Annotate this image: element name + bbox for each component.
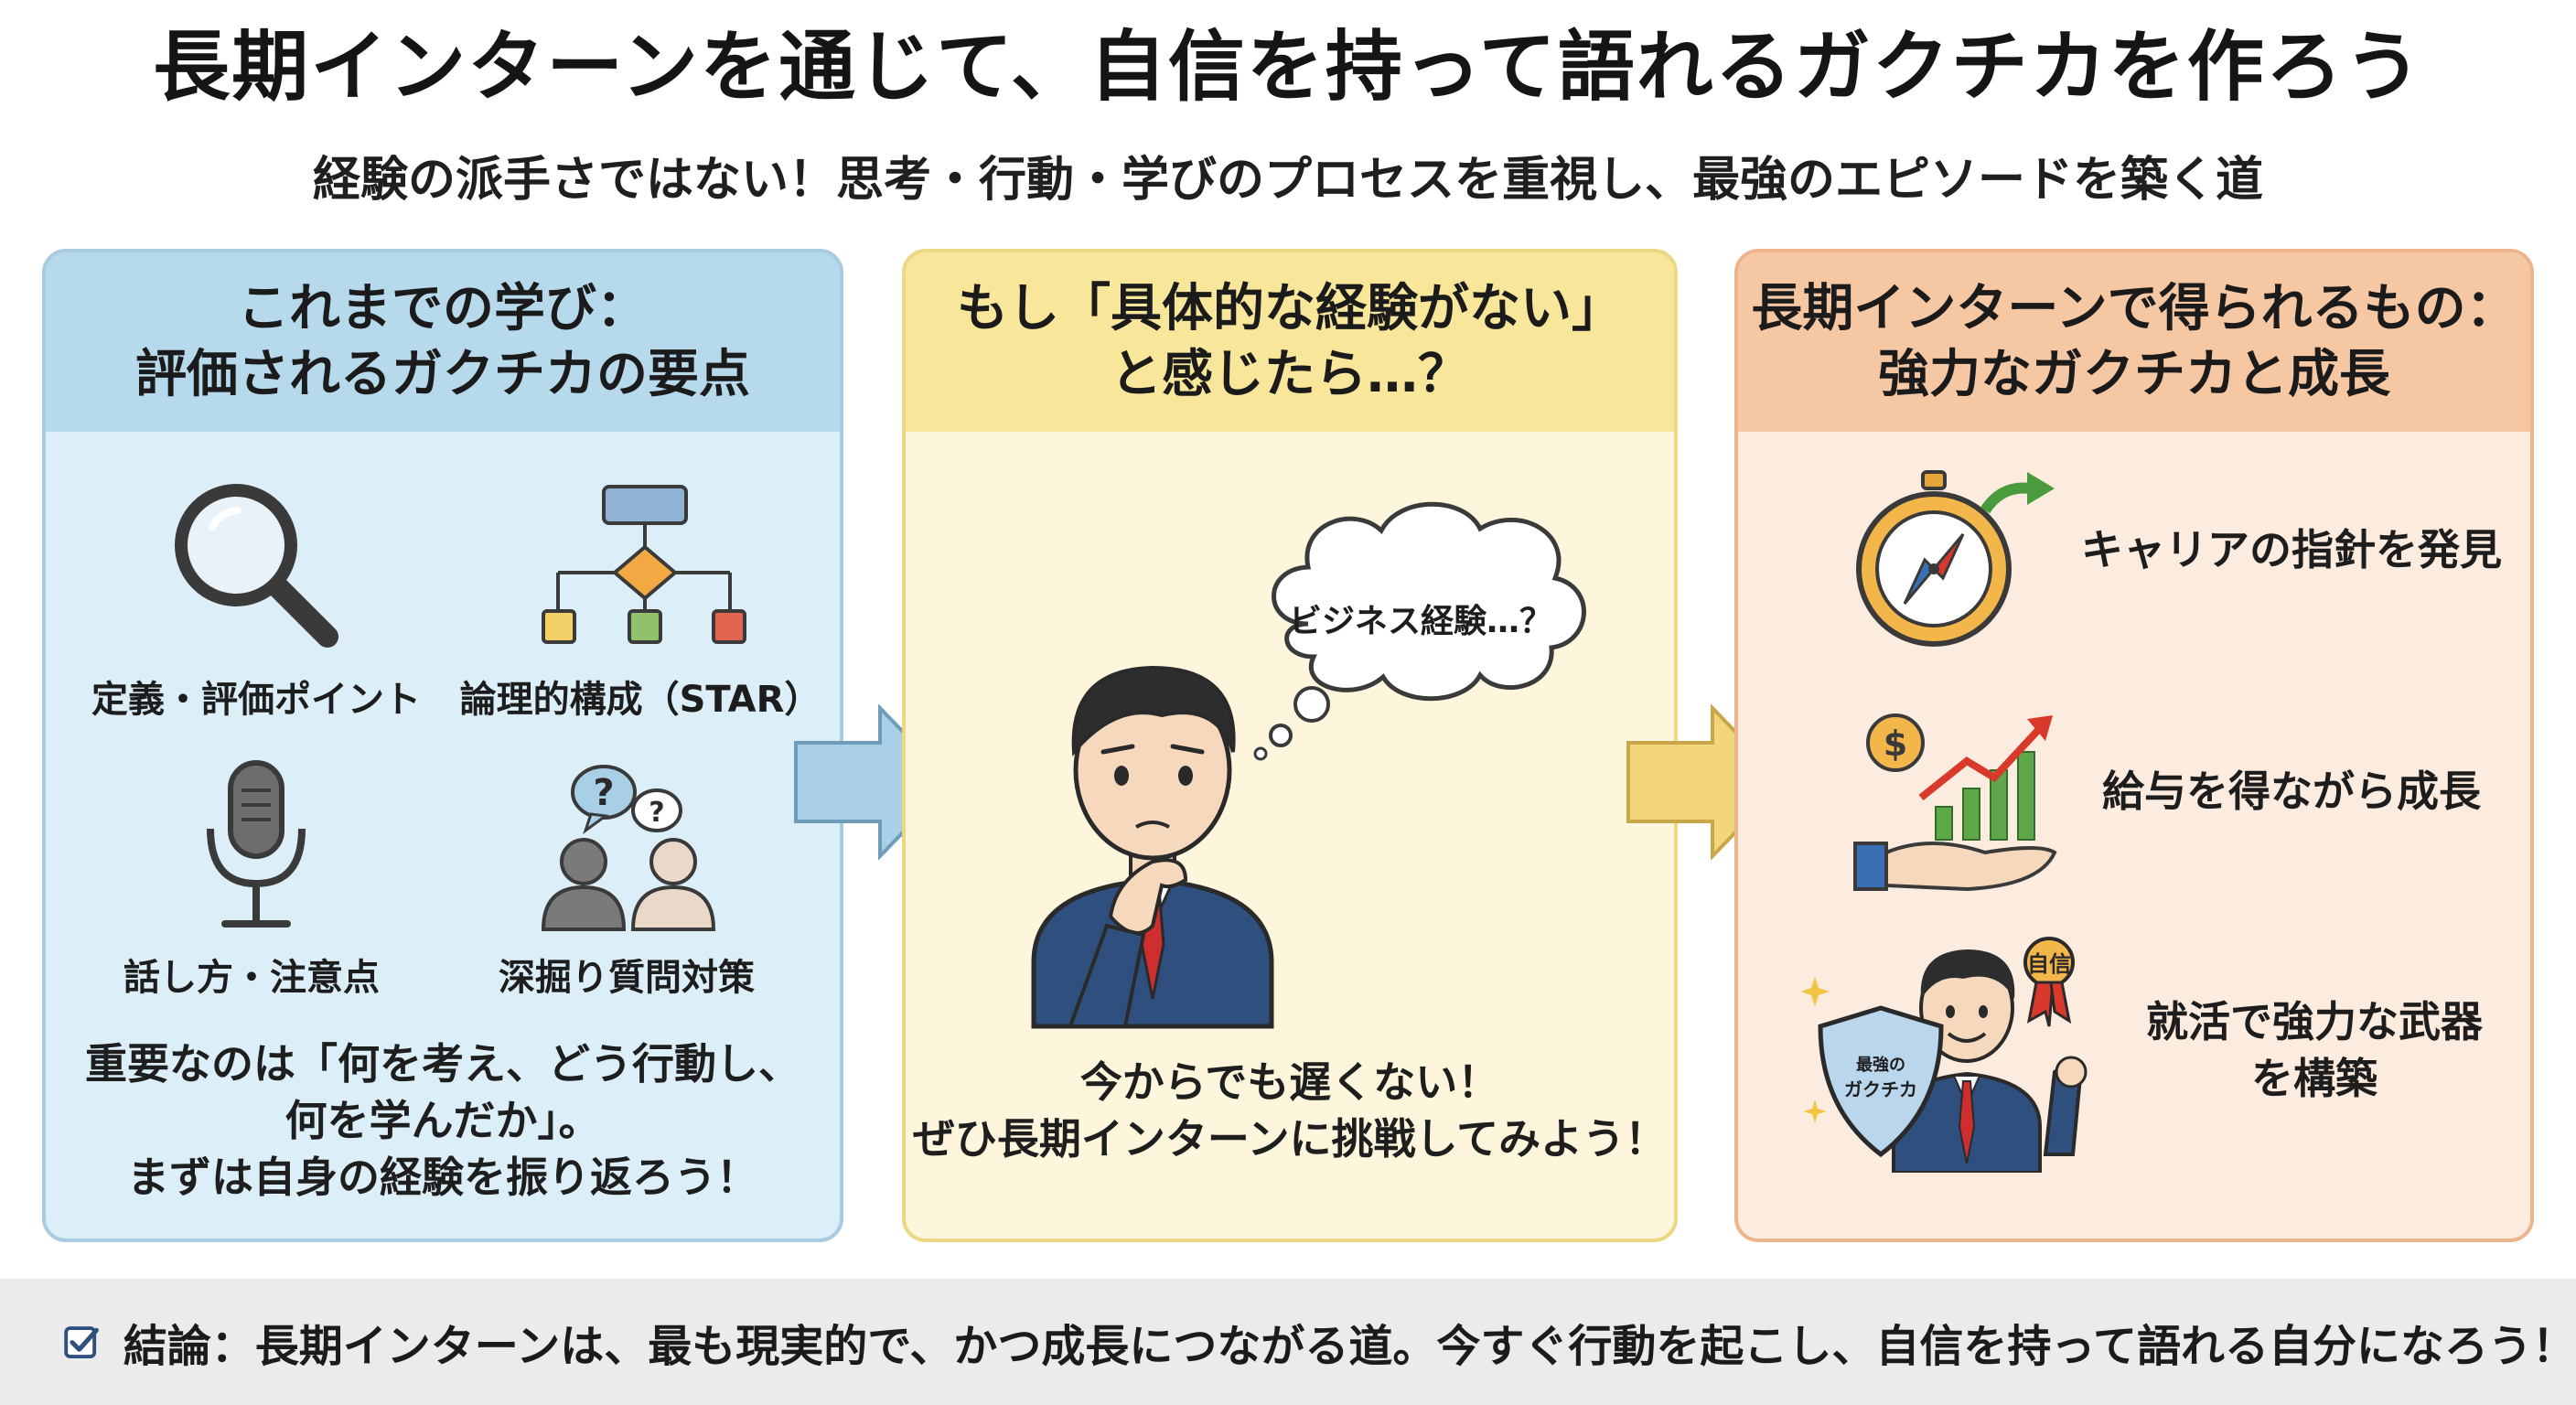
shield-text-line2: ガクチカ xyxy=(1844,1078,1917,1100)
item-definition-label: 定義・評価ポイント xyxy=(91,679,421,721)
item-deepdive-label: 深掘り質問対策 xyxy=(499,957,755,999)
benefit-career-line1: キャリアの指針を発見 xyxy=(2081,525,2502,574)
benefit-salary-line1: 給与を得ながら成長 xyxy=(2102,767,2481,816)
benefit-weapon-line1: 就活で強力な武器 xyxy=(2146,997,2483,1046)
learning-note: 重要なのは「何を考え、どう行動し、 何を学んだか」。 まずは自身の経験を振り返ろ… xyxy=(46,1035,840,1206)
no-experience-panel-header: もし「具体的な経験がない」 と感じたら…？ xyxy=(906,252,1674,432)
learning-panel: これまでの学び： 評価されるガクチカの要点 定義・評価ポイント 論理的構成（ST… xyxy=(42,249,843,1242)
benefits-panel-header: 長期インターンで得られるもの： 強力なガクチカと成長 xyxy=(1738,252,2530,432)
conclusion-bar: 結論：長期インターンは、最も現実的で、かつ成長につながる道。今すぐ行動を起こし、… xyxy=(0,1279,2576,1405)
encouragement-line1: 今からでも遅くない！ xyxy=(1079,1057,1500,1107)
magnifier-icon xyxy=(175,484,338,648)
thinking-person-icon xyxy=(1031,665,1274,1029)
thought-bubble-text: ビジネス経験…？ xyxy=(1288,603,1552,640)
no-experience-panel-body: ビジネス経験…？ 今からでも遅くない！ ぜひ長期インターンに挑戦してみよう！ xyxy=(906,432,1674,1239)
microphone-icon xyxy=(207,760,306,928)
encouragement-line2: ぜひ長期インターンに挑戦してみよう！ xyxy=(912,1114,1668,1164)
benefit-career-label: キャリアの指針を発見 xyxy=(2077,521,2506,578)
confident-person-icon: 自信 最強の ガクチカ xyxy=(1802,937,2088,1173)
benefits-heading-line2: 強力なガクチカと成長 xyxy=(1878,345,2390,404)
learning-heading-line2: 評価されるガクチカの要点 xyxy=(135,345,750,404)
svg-text:?: ? xyxy=(649,797,664,829)
svg-text:$: $ xyxy=(1884,724,1907,764)
encouragement-note: 今からでも遅くない！ ぜひ長期インターンに挑戦してみよう！ xyxy=(906,1054,1674,1167)
question-people-icon: ? ? xyxy=(541,765,716,931)
learning-note-line1: 重要なのは「何を考え、どう行動し、 xyxy=(85,1039,800,1089)
benefits-panel: 長期インターンで得られるもの： 強力なガクチカと成長 キャリアの指針を発見 $ xyxy=(1734,249,2534,1242)
item-logic-label: 論理的構成（STAR） xyxy=(459,679,821,721)
no-experience-heading-line2: と感じたら…？ xyxy=(1111,345,1469,404)
shield-text-line1: 最強の xyxy=(1856,1055,1905,1075)
benefit-salary-label: 給与を得ながら成長 xyxy=(2077,763,2506,820)
learning-panel-header: これまでの学び： 評価されるガクチカの要点 xyxy=(46,252,840,432)
conclusion-text: 結論：長期インターンは、最も現実的で、かつ成長につながる道。今すぐ行動を起こし、… xyxy=(123,1321,2576,1372)
page-title: 長期インターンを通じて、自信を持って語れるガクチカを作ろう xyxy=(153,22,2423,112)
badge-text: 自信 xyxy=(2027,951,2071,977)
benefit-weapon-label: 就活で強力な武器 を構築 xyxy=(2122,993,2506,1107)
page-subtitle: 経験の派手さではない！思考・行動・学びのプロセスを重視し、最強のエピソードを築く… xyxy=(312,153,2263,208)
learning-note-line3: まずは自身の経験を振り返ろう！ xyxy=(127,1153,758,1202)
no-experience-panel: もし「具体的な経験がない」 と感じたら…？ ビジネス経験…？ xyxy=(902,249,1678,1242)
learning-note-line2: 何を学んだか」。 xyxy=(284,1096,601,1145)
benefits-panel-body: キャリアの指針を発見 $ 給与を得ながら成長 xyxy=(1738,432,2530,1239)
no-experience-heading-line1: もし「具体的な経験がない」 xyxy=(957,279,1623,338)
money-growth-icon: $ xyxy=(1853,713,2057,892)
flowchart-icon xyxy=(542,485,746,644)
item-speaking-label: 話し方・注意点 xyxy=(123,957,380,999)
compass-icon xyxy=(1856,470,2055,647)
learning-heading-line1: これまでの学び： xyxy=(238,279,648,338)
learning-panel-body: 定義・評価ポイント 論理的構成（STAR） 話し方・注意点 xyxy=(46,432,840,1239)
benefit-weapon-line2: を構築 xyxy=(2251,1054,2377,1103)
svg-text:?: ? xyxy=(593,772,614,814)
checkbox-icon xyxy=(64,1326,99,1358)
benefits-heading-line1: 長期インターンで得られるもの： xyxy=(1751,279,2517,338)
thought-bubble-icon xyxy=(1253,501,1586,761)
